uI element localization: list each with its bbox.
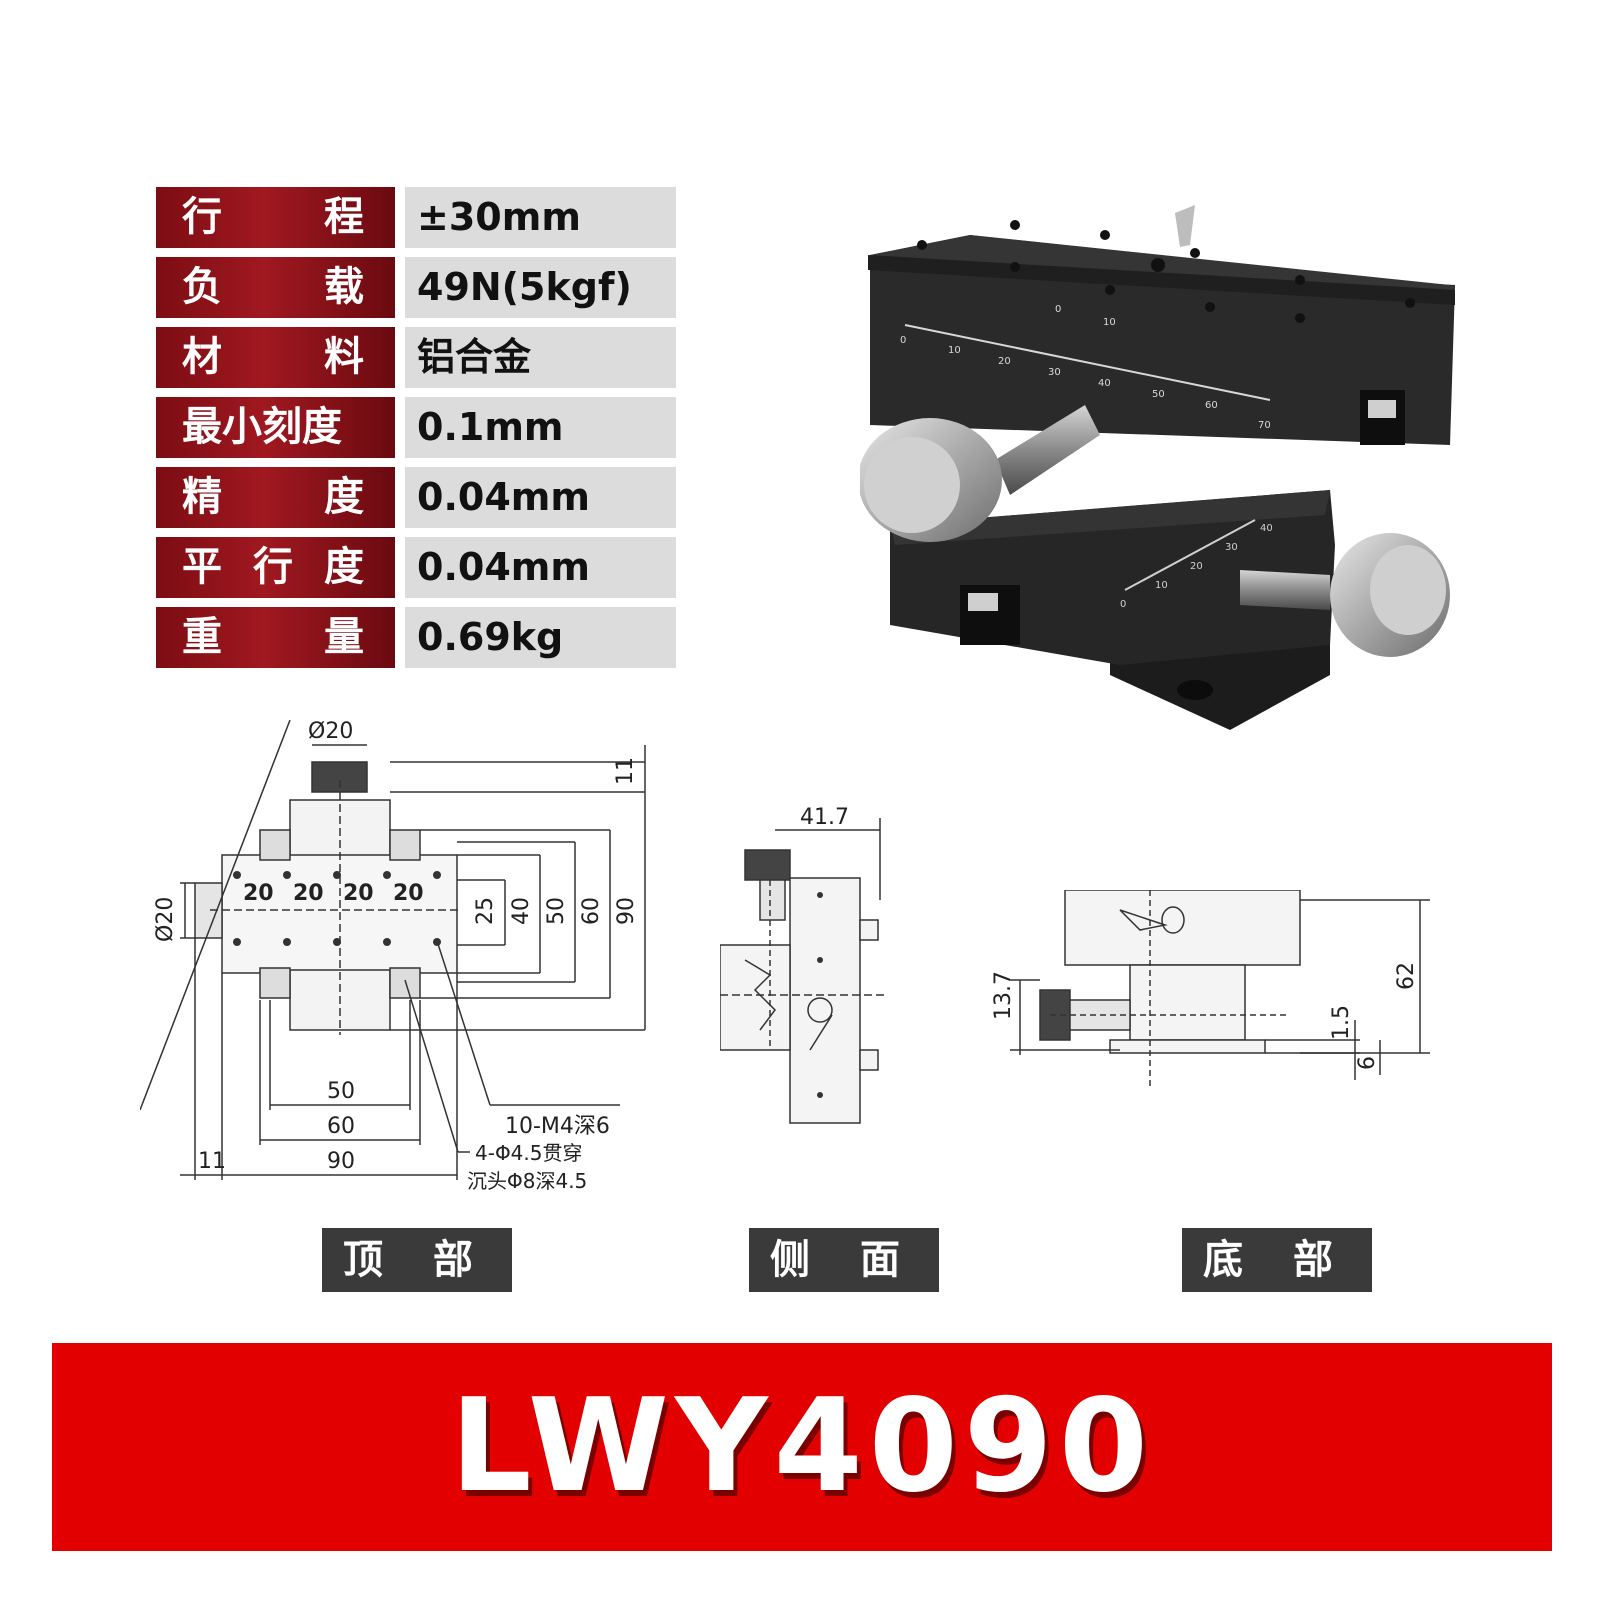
dim-right: 90 [614, 897, 639, 925]
bottom-view-drawing: 13.7 62 1.5 6 [991, 890, 1430, 1090]
scale-label: 0 [900, 335, 906, 346]
label-bottom-view: 底 部 [1182, 1228, 1372, 1292]
spec-label-char: 料 [324, 334, 364, 380]
scale-label: 40 [1260, 523, 1273, 534]
scale-label: 20 [998, 356, 1011, 367]
dim-bottom-view: 6 [1355, 1056, 1380, 1070]
spec-value: 0.04mm [405, 467, 676, 528]
spec-value: 0.04mm [405, 537, 676, 598]
spec-label: 最小刻度 [156, 397, 395, 458]
right-knob-shaft [1240, 570, 1330, 610]
lower-scale: 0 10 20 30 40 [1120, 519, 1273, 610]
spec-label-char: 精 [182, 474, 222, 520]
dim-right: 50 [544, 897, 569, 925]
spec-label-char: 行 [182, 194, 222, 240]
scale-label: 10 [948, 345, 961, 356]
spec-row-load: 负 载 49N(5kgf) [156, 257, 676, 318]
note-counterbore: 沉头Φ8深4.5 [467, 1169, 587, 1193]
dim-bottom-view: 62 [1394, 962, 1419, 990]
spec-label-char: 材 [182, 334, 222, 380]
spec-row-material: 材 料 铝合金 [156, 327, 676, 388]
dim-bottom: 90 [327, 1149, 355, 1174]
dim-11-top: 11 [613, 757, 638, 785]
spec-label: 材 料 [156, 327, 395, 388]
spec-value: 铝合金 [405, 327, 676, 388]
dim-bottom-view: 13.7 [991, 971, 1016, 1020]
hole-markers [233, 871, 441, 946]
spec-value: 0.69kg [405, 607, 676, 668]
scale-label: 50 [1152, 389, 1165, 400]
dim-hole-spacing: 20 [343, 881, 374, 906]
note-holes: 4-Φ4.5贯穿 [475, 1141, 583, 1165]
dim-bottom: 50 [327, 1079, 355, 1104]
dim-bottom-view: 1.5 [1329, 1005, 1354, 1040]
spec-row-parallelism: 平 行 度 0.04mm [156, 537, 676, 598]
dim-dia-top: Ø20 [308, 720, 353, 744]
spec-label-char: 量 [324, 614, 364, 660]
spec-label-char: 重 [182, 614, 222, 660]
scale-label: 10 [1155, 580, 1168, 591]
spec-label-char: 最小刻度 [182, 404, 342, 450]
spec-label: 重 量 [156, 607, 395, 668]
top-view-drawing: Ø20 11 Ø20 20 20 20 20 25 40 50 60 90 50… [140, 720, 646, 1193]
scale-label: 30 [1225, 542, 1238, 553]
scale-label: 70 [1258, 420, 1271, 431]
scale-label: 0 [1055, 304, 1061, 315]
spec-row-accuracy: 精 度 0.04mm [156, 467, 676, 528]
scale-label: 30 [1048, 367, 1061, 378]
dim-hole-spacing: 20 [243, 881, 274, 906]
spec-label-char: 载 [324, 264, 364, 310]
upper-stage [870, 255, 1455, 445]
spec-row-weight: 重 量 0.69kg [156, 607, 676, 668]
model-name: LWY4090 [450, 1372, 1154, 1521]
scale-label: 0 [1120, 599, 1126, 610]
upper-scale: 0 10 0 10 20 30 40 50 60 70 [900, 304, 1271, 431]
spec-row-travel: 行 程 ±30mm [156, 187, 676, 248]
spec-label-char: 平 [182, 544, 222, 590]
dim-right: 25 [473, 897, 498, 925]
dim-bottom: 60 [327, 1114, 355, 1139]
dim-right: 60 [579, 897, 604, 925]
spec-row-min-scale: 最小刻度 0.1mm [156, 397, 676, 458]
spec-label-char: 程 [324, 194, 364, 240]
product-photo: 0 10 20 30 40 0 10 0 10 20 30 40 50 60 7… [860, 205, 1455, 730]
spec-value: ±30mm [405, 187, 676, 248]
dim-hole-spacing: 20 [293, 881, 324, 906]
base-hole [1177, 680, 1213, 700]
mounting-holes [917, 220, 1415, 323]
dim-11-left: 11 [198, 1149, 226, 1174]
scale-label: 40 [1098, 378, 1111, 389]
scale-label: 20 [1190, 561, 1203, 572]
scale-label: 10 [1103, 317, 1116, 328]
scale-label: 60 [1205, 400, 1218, 411]
spec-value: 49N(5kgf) [405, 257, 676, 318]
label-top-view: 顶 部 [322, 1228, 512, 1292]
spec-value: 0.1mm [405, 397, 676, 458]
label-side-view: 侧 面 [749, 1228, 939, 1292]
model-banner: LWY4090 [52, 1343, 1552, 1551]
spec-label-char: 负 [182, 264, 222, 310]
dim-right: 40 [509, 897, 534, 925]
spec-label: 负 载 [156, 257, 395, 318]
side-view-drawing: 41.7 [720, 805, 885, 1124]
dim-hole-spacing: 20 [393, 881, 424, 906]
spec-label-char: 度 [324, 544, 364, 590]
spec-label: 行 程 [156, 187, 395, 248]
spec-label: 精 度 [156, 467, 395, 528]
dim-width: 41.7 [800, 805, 849, 830]
note-taps: 10-M4深6 [505, 1114, 610, 1139]
dim-dia-left: Ø20 [153, 897, 178, 942]
spec-label: 平 行 度 [156, 537, 395, 598]
spec-label-char: 度 [324, 474, 364, 520]
spec-label-char: 行 [253, 544, 293, 590]
left-knob-shaft [995, 405, 1100, 495]
